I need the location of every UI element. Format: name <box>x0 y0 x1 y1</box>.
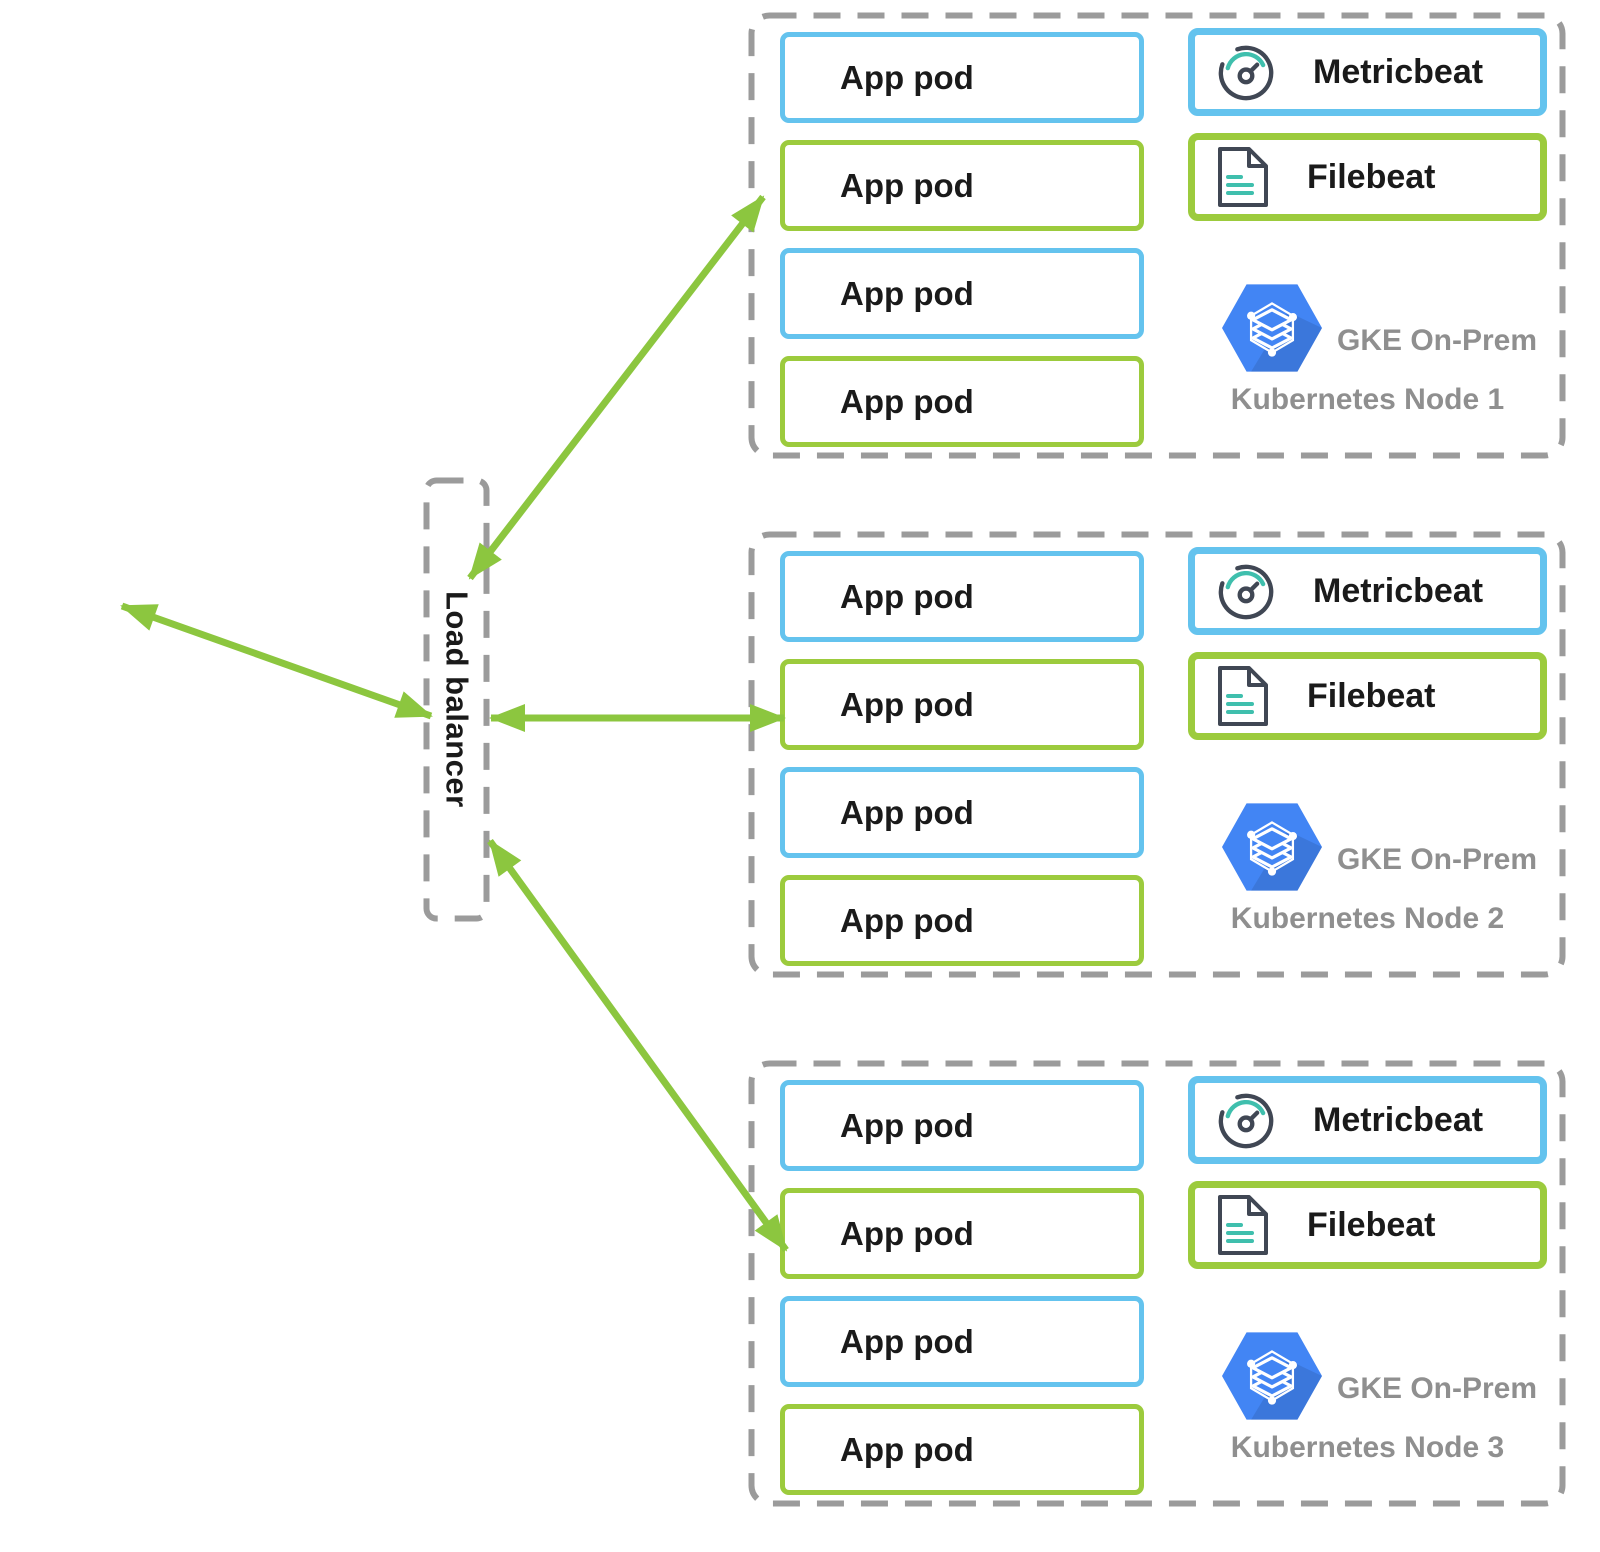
app-pod-label: App pod <box>840 1430 974 1468</box>
gke-hexagon-icon <box>1222 284 1322 372</box>
arrow-lb-node1 <box>467 194 766 581</box>
gke-platform-label: GKE On-Prem <box>1337 843 1538 876</box>
app-pod-label: App pod <box>840 577 974 615</box>
gke-row: GKE On-Prem <box>1222 284 1547 372</box>
app-pod-label: App pod <box>840 382 974 420</box>
app-pod-label: App pod <box>840 1106 974 1144</box>
gke-platform-label: GKE On-Prem <box>1337 324 1538 357</box>
load-balancer: Load balancer <box>423 477 490 922</box>
app-pod: App pod <box>780 1404 1144 1495</box>
app-pod-label: App pod <box>840 274 974 312</box>
metricbeat-label: Metricbeat <box>1313 571 1484 610</box>
gke-hexagon-icon <box>1222 803 1322 891</box>
filebeat-label: Filebeat <box>1307 676 1436 715</box>
app-pod: App pod <box>780 1188 1144 1279</box>
gke-block: GKE On-Prem Kubernetes Node 1 <box>1188 284 1547 417</box>
filebeat-label: Filebeat <box>1307 157 1436 196</box>
app-pod-label: App pod <box>840 166 974 204</box>
document-icon <box>1218 666 1268 726</box>
gke-block: GKE On-Prem Kubernetes Node 2 <box>1188 803 1547 936</box>
gke-platform-label: GKE On-Prem <box>1337 1372 1538 1405</box>
filebeat-box: Filebeat <box>1188 1181 1547 1269</box>
gauge-icon <box>1218 564 1274 620</box>
gauge-icon <box>1218 1093 1274 1149</box>
node-name-label: Kubernetes Node 3 <box>1230 1431 1505 1464</box>
document-icon <box>1218 147 1268 207</box>
gke-row: GKE On-Prem <box>1222 803 1547 891</box>
kubernetes-node-2: App pod App pod App pod App pod Metricbe… <box>748 531 1566 978</box>
app-pod: App pod <box>780 356 1144 447</box>
filebeat-box: Filebeat <box>1188 652 1547 740</box>
document-icon <box>1218 1195 1268 1255</box>
arrow-external-lb <box>120 602 433 720</box>
app-pod: App pod <box>780 1296 1144 1387</box>
app-pod-label: App pod <box>840 1322 974 1360</box>
metricbeat-box: Metricbeat <box>1188 547 1547 635</box>
app-pod: App pod <box>780 140 1144 231</box>
app-pod-label: App pod <box>840 58 974 96</box>
app-pod: App pod <box>780 875 1144 966</box>
app-pod: App pod <box>780 1080 1144 1171</box>
app-pod: App pod <box>780 551 1144 642</box>
metricbeat-label: Metricbeat <box>1313 52 1484 91</box>
kubernetes-node-3: App pod App pod App pod App pod Metricbe… <box>748 1060 1566 1507</box>
app-pod-list: App pod App pod App pod App pod <box>780 1080 1144 1495</box>
app-pod: App pod <box>780 32 1144 123</box>
app-pod: App pod <box>780 659 1144 750</box>
app-pod-label: App pod <box>840 685 974 723</box>
gke-hexagon-icon <box>1222 1332 1322 1420</box>
app-pod: App pod <box>780 248 1144 339</box>
metricbeat-box: Metricbeat <box>1188 1076 1547 1164</box>
gke-row: GKE On-Prem <box>1222 1332 1547 1420</box>
arrow-lb-node3 <box>487 838 789 1253</box>
kubernetes-node-1: App pod App pod App pod App pod Metricbe… <box>748 12 1566 459</box>
app-pod-label: App pod <box>840 793 974 831</box>
node-name-label: Kubernetes Node 2 <box>1230 902 1505 935</box>
app-pod-label: App pod <box>840 1214 974 1252</box>
node-name-label: Kubernetes Node 1 <box>1230 383 1505 416</box>
gauge-icon <box>1218 45 1274 101</box>
filebeat-label: Filebeat <box>1307 1205 1436 1244</box>
metricbeat-box: Metricbeat <box>1188 28 1547 116</box>
filebeat-box: Filebeat <box>1188 133 1547 221</box>
gke-block: GKE On-Prem Kubernetes Node 3 <box>1188 1332 1547 1465</box>
app-pod-list: App pod App pod App pod App pod <box>780 32 1144 447</box>
load-balancer-label: Load balancer <box>439 591 475 808</box>
metricbeat-label: Metricbeat <box>1313 1100 1484 1139</box>
app-pod-label: App pod <box>840 901 974 939</box>
app-pod: App pod <box>780 767 1144 858</box>
app-pod-list: App pod App pod App pod App pod <box>780 551 1144 966</box>
